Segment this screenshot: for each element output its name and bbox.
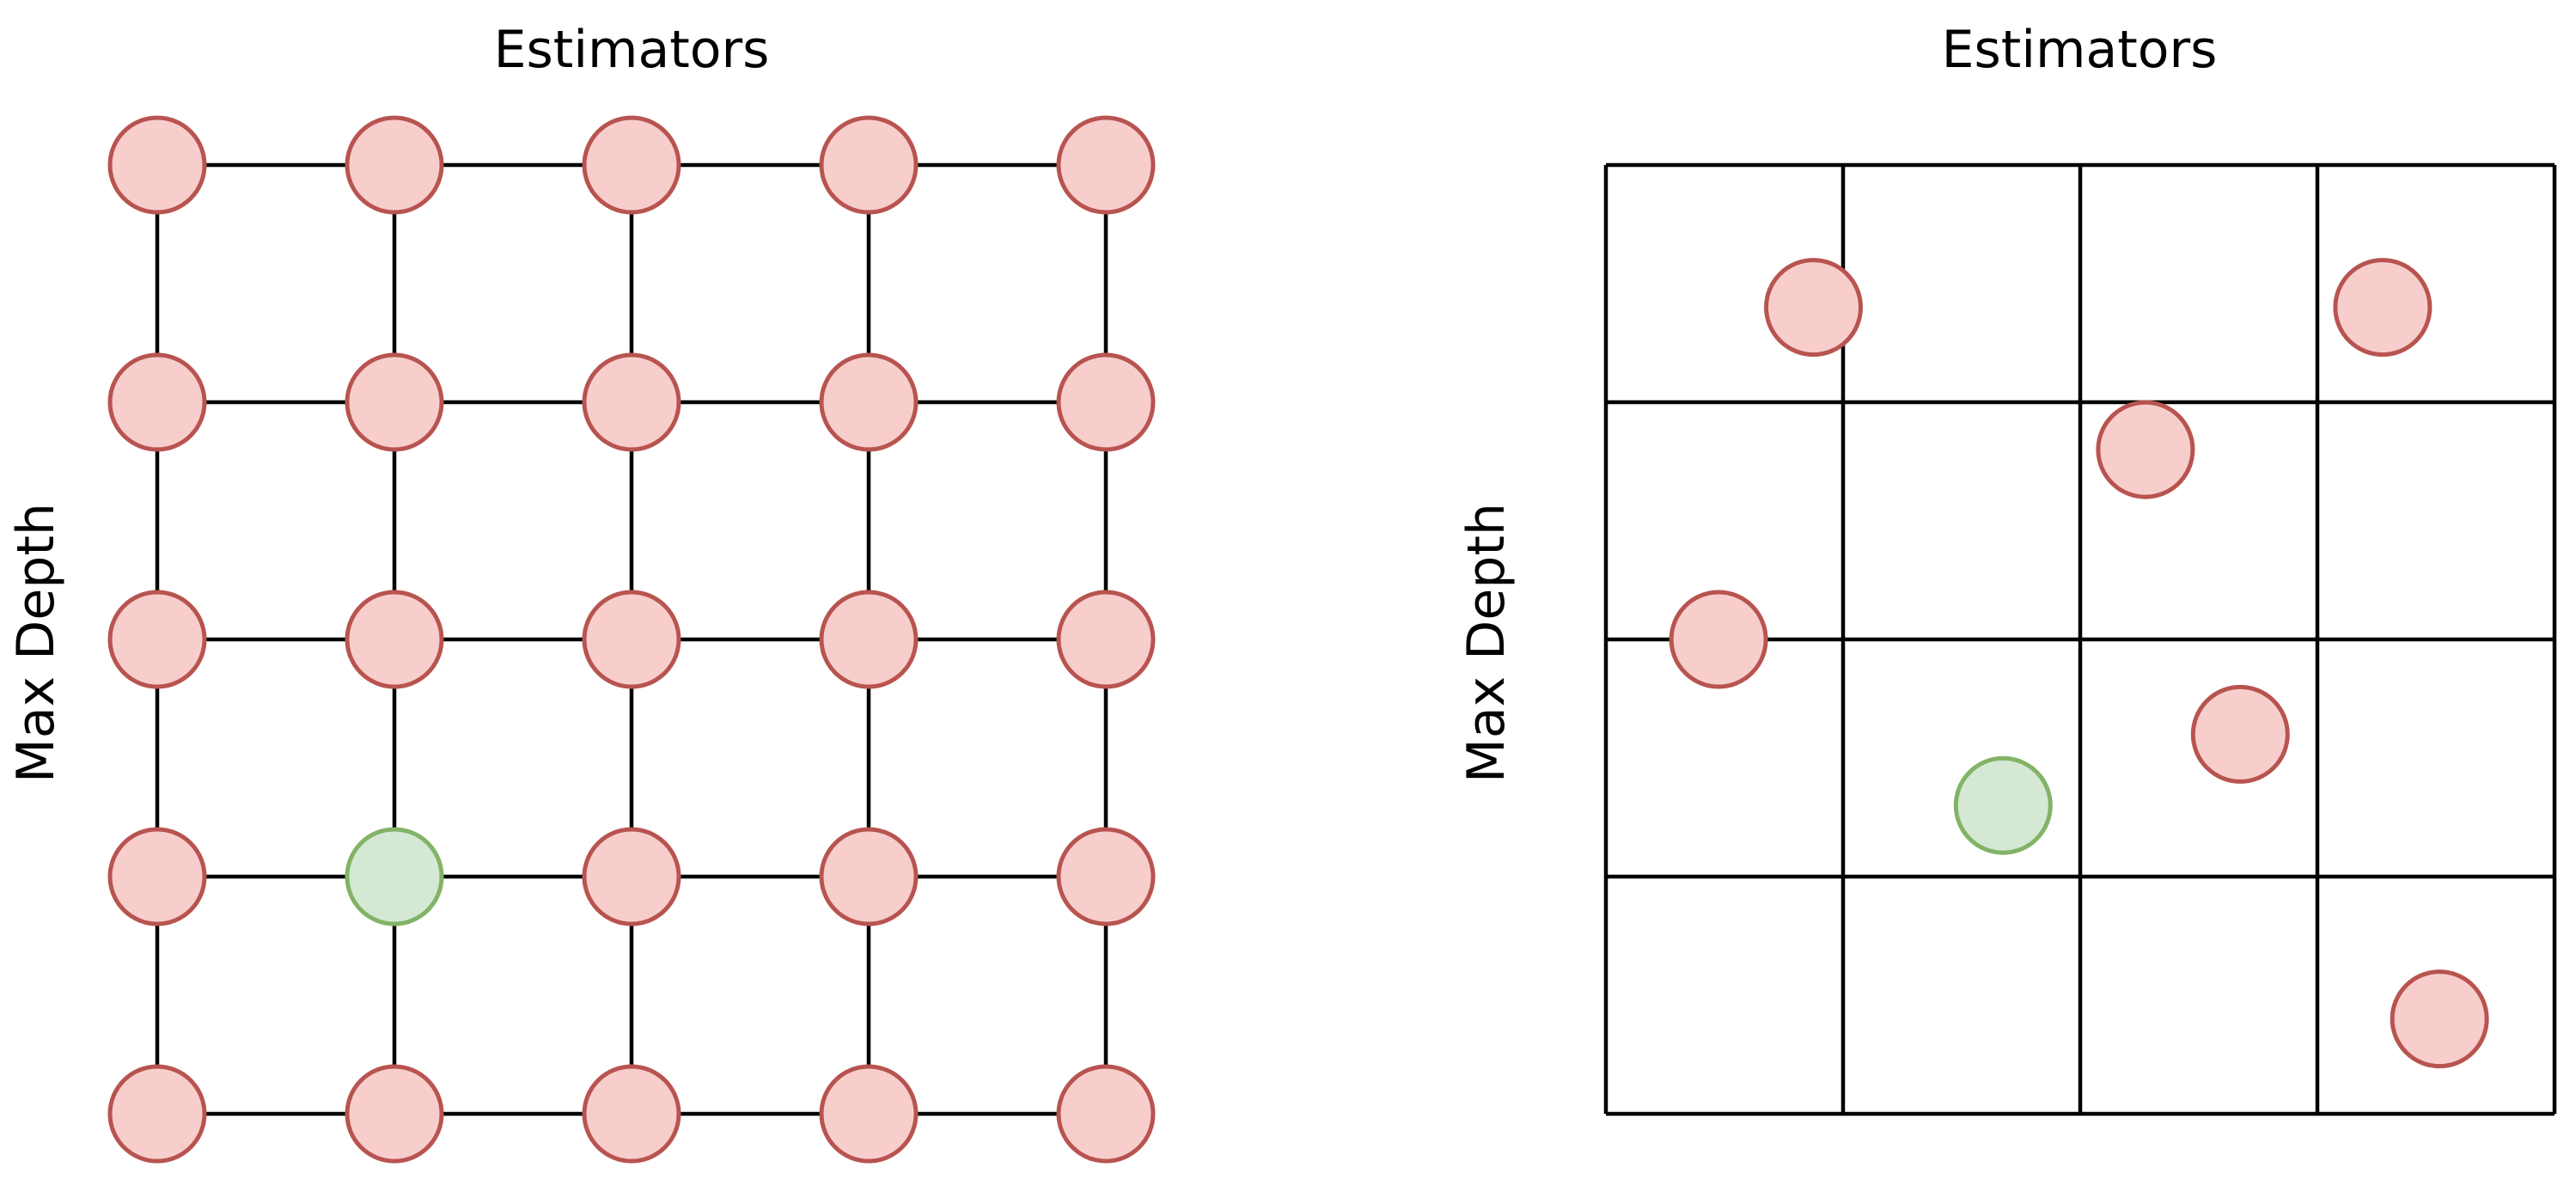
grid-nodes (107, 115, 1156, 1164)
random-node (1669, 590, 1768, 689)
grid-node (819, 590, 919, 689)
grid-node (819, 827, 919, 926)
grid-node (819, 352, 919, 452)
grid-panel-ylabel: Max Depth (6, 503, 66, 783)
grid-panel-title: Estimators (494, 20, 770, 80)
grid-node (107, 1064, 207, 1164)
grid-node (107, 115, 207, 215)
grid-node (582, 1064, 681, 1164)
grid-node (107, 352, 207, 452)
grid-node (819, 115, 919, 215)
grid-node (1056, 115, 1156, 215)
grid-node (345, 352, 444, 452)
grid-node (107, 590, 207, 689)
random-panel-ylabel: Max Depth (1456, 503, 1517, 783)
grid-node (582, 115, 681, 215)
grid-node (1056, 827, 1156, 926)
random-node-selected (1953, 755, 2053, 855)
grid-node (1056, 590, 1156, 689)
grid-node (1056, 352, 1156, 452)
grid-node (582, 352, 681, 452)
random-panel-title: Estimators (1942, 20, 2218, 80)
random-node (2190, 684, 2290, 784)
grid-search-panel: Estimators Max Depth (6, 20, 1156, 1164)
grid-node (345, 1064, 444, 1164)
random-node (2096, 400, 2195, 499)
random-nodes (1669, 258, 2489, 1069)
random-node (2333, 258, 2433, 358)
random-node (2390, 969, 2489, 1069)
grid-node (107, 827, 207, 926)
grid-node (582, 827, 681, 926)
grid-node (1056, 1064, 1156, 1164)
grid-node (345, 115, 444, 215)
random-search-panel: Estimators Max Depth (1456, 20, 2557, 1116)
grid-node (819, 1064, 919, 1164)
grid-node-selected (345, 827, 444, 926)
grid-node (345, 590, 444, 689)
random-node (1764, 258, 1863, 358)
grid-node (582, 590, 681, 689)
